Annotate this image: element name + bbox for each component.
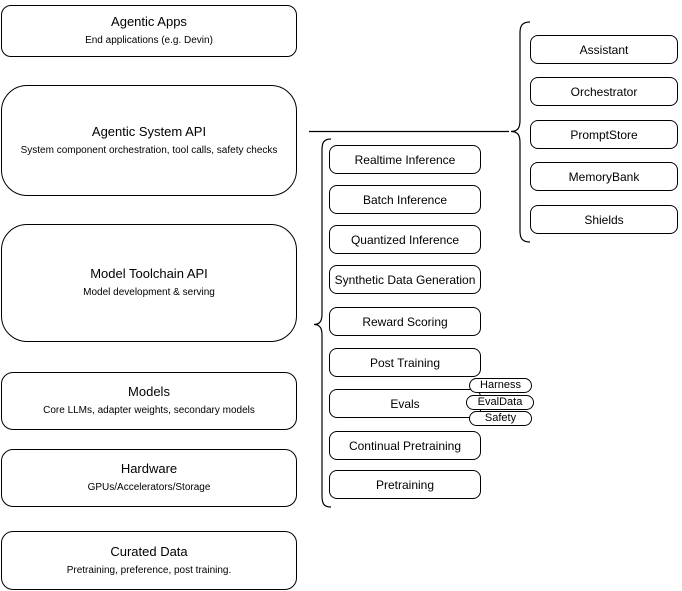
toolchain-item-continual-pretraining: Continual Pretraining (329, 431, 481, 460)
toolchain-item-synthetic-data-generation: Synthetic Data Generation (329, 265, 481, 294)
box-subtitle: GPUs/Accelerators/Storage (87, 482, 211, 494)
component-box-memorybank: MemoryBank (530, 162, 678, 191)
toolchain-brace (313, 138, 332, 508)
component-box-shields: Shields (530, 205, 678, 234)
stack-box-model-toolchain-api: Model Toolchain API Model development & … (1, 224, 297, 342)
eval-tag-harness: Harness (469, 378, 532, 393)
toolchain-item-reward-scoring: Reward Scoring (329, 307, 481, 336)
box-subtitle: Pretraining, preference, post training. (66, 564, 232, 576)
component-box-promptstore: PromptStore (530, 120, 678, 149)
box-title: Curated Data (110, 543, 188, 559)
component-box-assistant: Assistant (530, 35, 678, 64)
box-subtitle: System component orchestration, tool cal… (20, 144, 278, 156)
box-subtitle: Core LLMs, adapter weights, secondary mo… (43, 405, 255, 417)
toolchain-item-post-training: Post Training (329, 348, 481, 377)
stack-box-models: Models Core LLMs, adapter weights, secon… (1, 372, 297, 430)
box-title: Models (128, 384, 170, 400)
box-title: Model Toolchain API (90, 266, 208, 282)
toolchain-item-quantized-inference: Quantized Inference (329, 225, 481, 254)
stack-box-hardware: Hardware GPUs/Accelerators/Storage (1, 449, 297, 507)
eval-tag-evaldata: EvalData (466, 395, 534, 410)
box-subtitle: End applications (e.g. Devin) (85, 35, 213, 47)
box-title: Hardware (120, 461, 178, 477)
box-title: Agentic Apps (111, 14, 187, 30)
stack-box-curated-data: Curated Data Pretraining, preference, po… (1, 531, 297, 590)
eval-tag-safety: Safety (469, 411, 532, 426)
toolchain-item-realtime-inference: Realtime Inference (329, 145, 481, 174)
box-subtitle: Model development & serving (83, 287, 215, 299)
toolchain-item-pretraining: Pretraining (329, 470, 481, 499)
box-title: Agentic System API (91, 123, 207, 139)
stack-box-agentic-system-api: Agentic System API System component orch… (1, 85, 297, 196)
toolchain-item-evals: Evals (329, 389, 481, 418)
component-box-orchestrator: Orchestrator (530, 77, 678, 106)
stack-box-agentic-apps: Agentic Apps End applications (e.g. Devi… (1, 5, 297, 57)
toolchain-item-batch-inference: Batch Inference (329, 185, 481, 214)
components-brace (510, 21, 531, 243)
